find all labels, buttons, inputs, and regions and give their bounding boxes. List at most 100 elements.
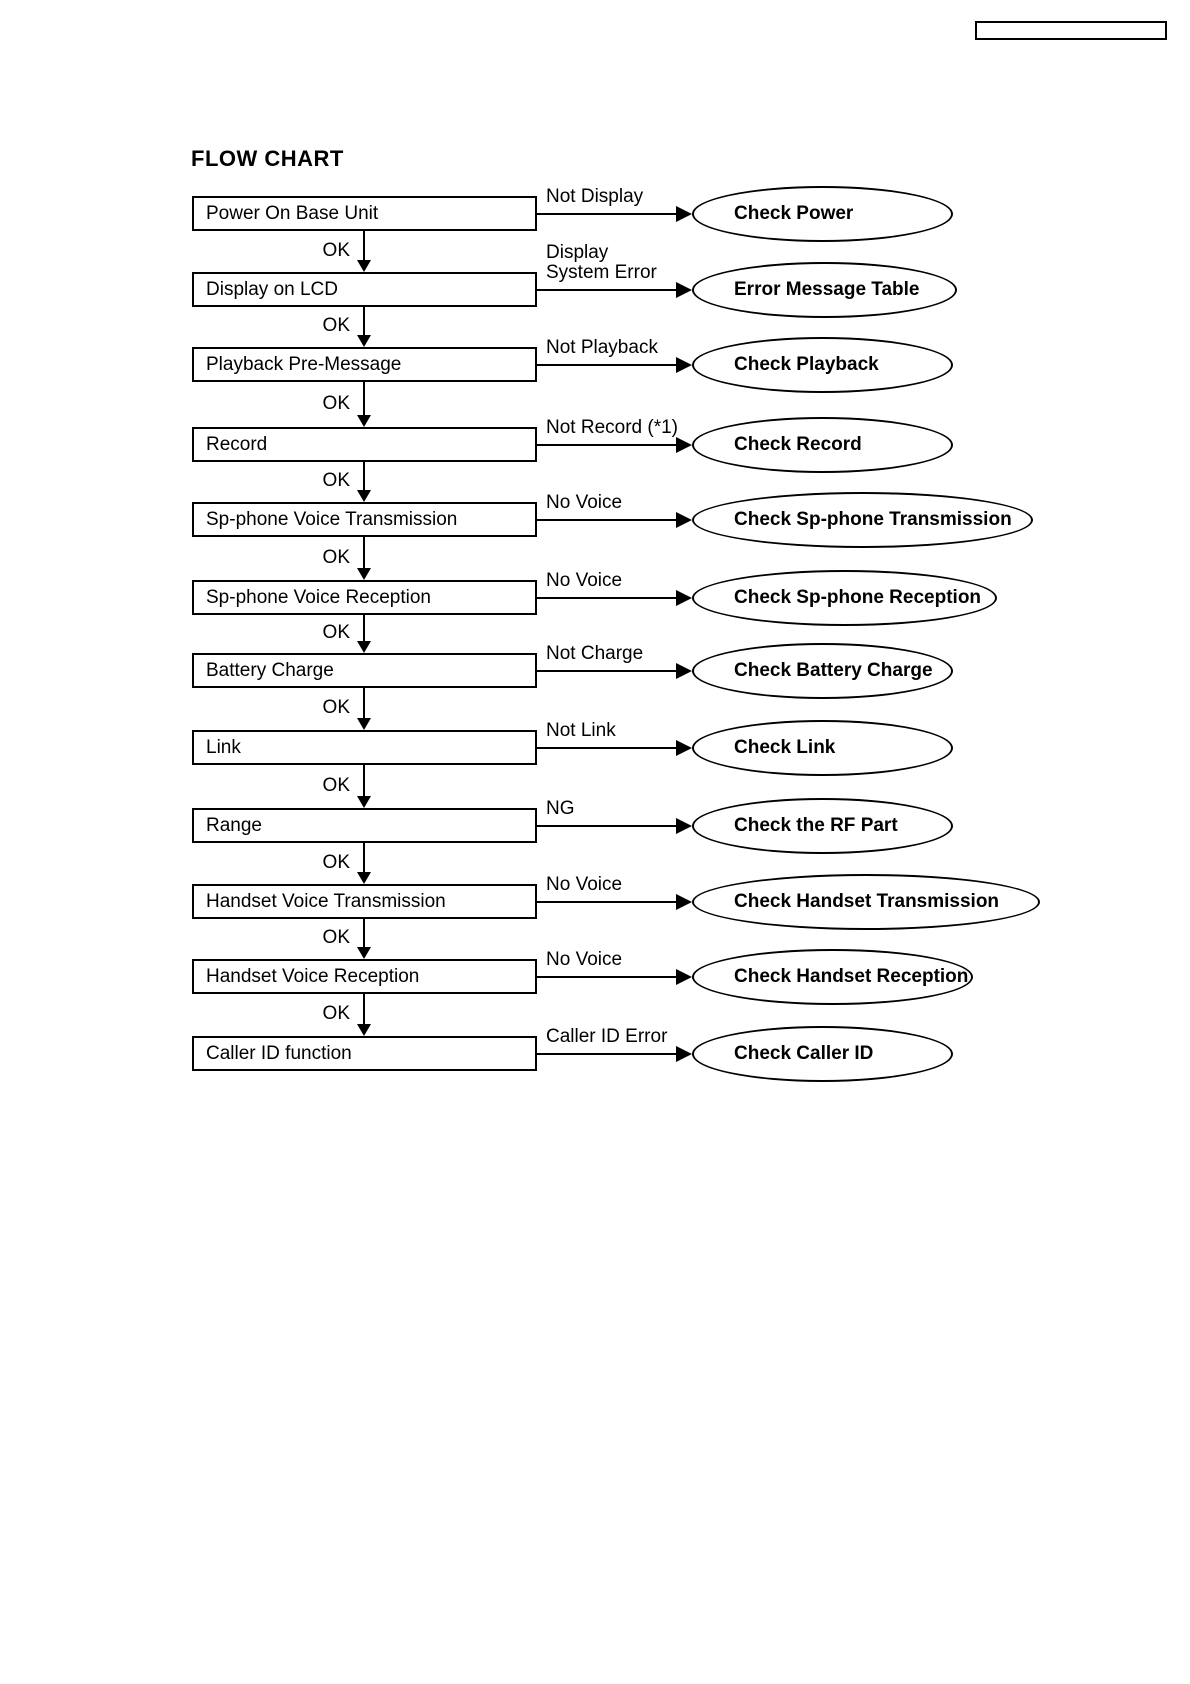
check-ellipse: Check Power: [692, 185, 953, 242]
step-label: Caller ID function: [206, 1042, 352, 1064]
ok-connector-line: [363, 688, 365, 719]
check-label: Check Caller ID: [734, 1042, 874, 1064]
step-label: Playback Pre-Message: [206, 353, 402, 375]
arrow-down-icon: [357, 1024, 371, 1036]
ok-label: OK: [322, 470, 350, 491]
check-ellipse: Check Record: [692, 416, 953, 473]
ok-connector-line: [363, 382, 365, 416]
step-label: Link: [206, 736, 241, 758]
condition-label: NG: [546, 797, 575, 819]
arrow-right-icon: [676, 356, 692, 373]
page-title: FLOW CHART: [191, 146, 344, 171]
step-box: Caller ID function: [192, 1036, 537, 1071]
check-ellipse: Check Battery Charge: [692, 642, 953, 699]
check-ellipse: Check Handset Reception: [692, 948, 973, 1005]
arrow-right-icon: [676, 662, 692, 679]
branch-connector-line: [537, 518, 678, 521]
step-box: Playback Pre-Message: [192, 347, 537, 382]
arrow-right-icon: [676, 436, 692, 453]
arrow-right-icon: [676, 205, 692, 222]
ok-label: OK: [322, 851, 350, 873]
ok-connector-line: [363, 231, 365, 261]
arrow-right-icon: [676, 893, 692, 910]
step-box: Link: [192, 730, 537, 765]
step-box: Handset Voice Reception: [192, 959, 537, 994]
branch-connector-line: [537, 975, 678, 978]
arrow-down-icon: [357, 335, 371, 347]
condition-label: Not Record (*1): [546, 416, 678, 438]
check-label: Error Message Table: [734, 278, 920, 300]
arrow-down-icon: [357, 872, 371, 884]
step-box: Battery Charge: [192, 653, 537, 688]
step-label: Sp-phone Voice Reception: [206, 586, 431, 608]
step-box: Display on LCD: [192, 272, 537, 307]
ok-connector-line: [363, 615, 365, 642]
check-ellipse: Check Caller ID: [692, 1025, 953, 1082]
check-ellipse: Check Sp-phone Transmission: [692, 491, 1033, 548]
ok-label: OK: [322, 697, 350, 718]
ok-label: OK: [322, 927, 350, 948]
condition-label: Not Link: [546, 719, 616, 741]
branch-connector-line: [537, 824, 678, 827]
arrow-down-icon: [357, 490, 371, 502]
branch-connector-line: [537, 363, 678, 366]
check-label: Check Record: [734, 433, 862, 455]
ok-connector-line: [363, 994, 365, 1025]
arrow-right-icon: [676, 589, 692, 606]
step-box: Record: [192, 427, 537, 462]
condition-label: Not Playback: [546, 336, 658, 358]
ok-label: OK: [322, 1003, 350, 1024]
check-label: Check Sp-phone Transmission: [734, 508, 1012, 530]
step-box: Power On Base Unit: [192, 196, 537, 231]
check-label: Check Handset Transmission: [734, 890, 1000, 912]
check-label: Check Handset Reception: [734, 965, 969, 987]
check-label: Check Sp-phone Reception: [734, 586, 982, 608]
branch-connector-line: [537, 1052, 678, 1055]
step-box: Handset Voice Transmission: [192, 884, 537, 919]
step-label: Power On Base Unit: [206, 202, 379, 224]
arrow-right-icon: [676, 281, 692, 298]
step-box: Sp-phone Voice Transmission: [192, 502, 537, 537]
branch-connector-line: [537, 596, 678, 599]
branch-connector-line: [537, 212, 678, 215]
arrow-down-icon: [357, 796, 371, 808]
check-label: Check Power: [734, 202, 854, 224]
step-label: Battery Charge: [206, 659, 334, 681]
ok-label: OK: [322, 546, 350, 568]
check-ellipse: Check Playback: [692, 336, 953, 393]
step-label: Record: [206, 433, 268, 455]
condition-label: Not Display: [546, 185, 644, 207]
arrow-right-icon: [676, 1045, 692, 1062]
step-label: Sp-phone Voice Transmission: [206, 508, 458, 530]
branch-connector-line: [537, 443, 678, 446]
check-ellipse: Check Handset Transmission: [692, 873, 1040, 930]
branch-connector-line: [537, 669, 678, 672]
check-label: Check the RF Part: [734, 814, 898, 836]
ok-label: OK: [322, 774, 350, 796]
ok-connector-line: [363, 843, 365, 873]
check-ellipse: Error Message Table: [692, 261, 957, 318]
arrow-right-icon: [676, 968, 692, 985]
check-label: Check Playback: [734, 353, 879, 375]
check-label: Check Battery Charge: [734, 659, 933, 681]
arrow-down-icon: [357, 641, 371, 653]
step-box: Sp-phone Voice Reception: [192, 580, 537, 615]
condition-label: Display System Error: [546, 241, 657, 283]
ok-connector-line: [363, 307, 365, 336]
condition-label: No Voice: [546, 569, 623, 591]
step-label: Range: [206, 814, 262, 836]
arrow-down-icon: [357, 718, 371, 730]
step-label: Handset Voice Transmission: [206, 890, 446, 912]
arrow-right-icon: [676, 511, 692, 528]
ok-label: OK: [322, 315, 350, 336]
condition-label: No Voice: [546, 491, 623, 513]
check-ellipse: Check the RF Part: [692, 797, 953, 854]
arrow-right-icon: [676, 739, 692, 756]
ok-connector-line: [363, 765, 365, 797]
condition-label: Not Charge: [546, 642, 644, 664]
check-label: Check Link: [734, 736, 836, 758]
arrow-down-icon: [357, 415, 371, 427]
check-ellipse: Check Sp-phone Reception: [692, 569, 997, 626]
check-ellipse: Check Link: [692, 719, 953, 776]
